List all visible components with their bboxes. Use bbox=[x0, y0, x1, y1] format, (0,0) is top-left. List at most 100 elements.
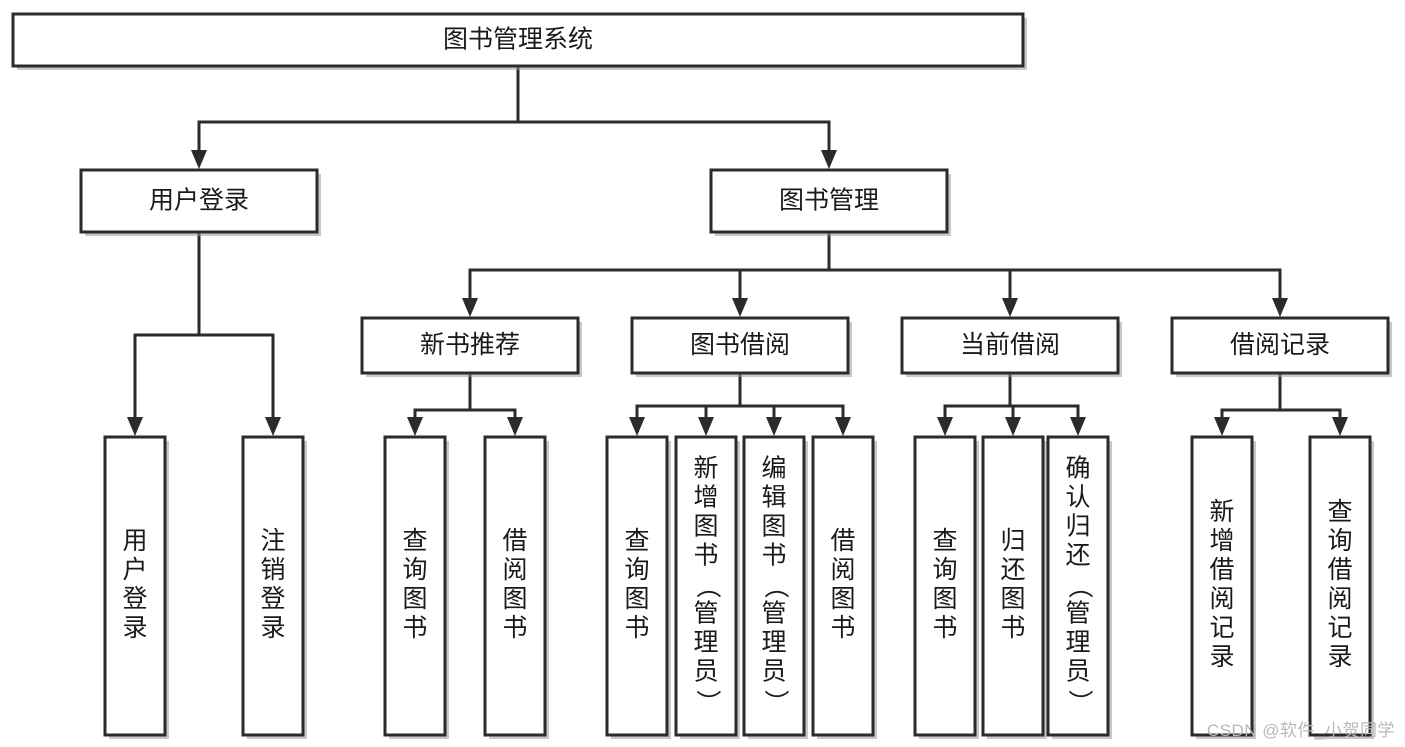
arrow-head-icon bbox=[835, 417, 851, 436]
node-label-char: 书 bbox=[502, 614, 527, 642]
connector-borrow-record-to-leaf-rec-add bbox=[1214, 373, 1282, 436]
arrow-head-icon bbox=[1005, 417, 1021, 436]
node-box bbox=[630, 316, 850, 375]
node-label-char: 归 bbox=[1065, 513, 1090, 541]
node-box bbox=[913, 435, 977, 737]
node-label-char: 还 bbox=[1065, 542, 1090, 570]
node-label-char: 询 bbox=[624, 556, 649, 584]
node-box bbox=[1170, 316, 1390, 375]
node-label-char: 增 bbox=[693, 484, 718, 512]
arrow-head-icon bbox=[937, 417, 953, 436]
node-new-book-rec[interactable]: 新书推荐 bbox=[360, 316, 582, 377]
node-box bbox=[103, 435, 167, 737]
node-label-char: 归 bbox=[1000, 527, 1025, 555]
arrow-head-icon bbox=[732, 298, 748, 317]
arrow-head-icon bbox=[507, 417, 523, 436]
connector-user-login-to-leaf-user-logout bbox=[197, 232, 281, 436]
connector-new-book-rec-to-leaf-rec-borrow bbox=[468, 373, 523, 436]
node-label-char: 管 bbox=[693, 600, 718, 628]
node-label-char: （ bbox=[1065, 573, 1093, 598]
arrow-head-icon bbox=[191, 150, 207, 169]
arrow-head-icon bbox=[1070, 417, 1086, 436]
node-user-login[interactable]: 用户登录 bbox=[79, 168, 321, 236]
arrow-head-icon bbox=[265, 417, 281, 436]
node-label-char: 员 bbox=[693, 658, 718, 686]
node-label-char: 用 bbox=[122, 527, 147, 555]
arrow-head-icon bbox=[1002, 298, 1018, 317]
node-label-char: ） bbox=[693, 689, 721, 714]
node-label: 图书借阅 bbox=[690, 331, 790, 359]
node-label-char: 阅 bbox=[830, 556, 855, 584]
connector-root-to-user-login bbox=[191, 66, 520, 169]
node-leaf-user-login[interactable]: 用户登录 bbox=[103, 435, 169, 739]
node-box bbox=[981, 435, 1045, 737]
node-label-char: 书 bbox=[402, 614, 427, 642]
node-label-char: 借 bbox=[1327, 556, 1352, 584]
node-label-char: 阅 bbox=[502, 556, 527, 584]
arrow-head-icon bbox=[1214, 417, 1230, 436]
node-label-char: 员 bbox=[1065, 658, 1090, 686]
connector-layer bbox=[127, 66, 1348, 436]
node-root[interactable]: 图书管理系统 bbox=[11, 12, 1027, 70]
connector-new-book-rec-to-leaf-rec-query bbox=[407, 373, 472, 436]
node-label-char: 户 bbox=[122, 556, 147, 584]
node-layer: 图书管理系统用户登录图书管理新书推荐图书借阅当前借阅借阅记录用户登录注销登录查询… bbox=[11, 12, 1392, 739]
arrow-head-icon bbox=[629, 417, 645, 436]
node-box bbox=[1046, 435, 1110, 737]
node-label-char: 注 bbox=[260, 527, 285, 555]
node-label-char: 记 bbox=[1209, 614, 1234, 642]
node-label-char: 书 bbox=[830, 614, 855, 642]
node-label-char: 借 bbox=[1209, 556, 1234, 584]
node-label-char: 询 bbox=[1327, 527, 1352, 555]
node-label-char: 图 bbox=[502, 585, 527, 613]
node-borrow-record[interactable]: 借阅记录 bbox=[1170, 316, 1392, 377]
node-label-char: ） bbox=[1065, 689, 1093, 714]
node-label-char: 图 bbox=[830, 585, 855, 613]
node-label-char: （ bbox=[761, 573, 789, 598]
node-label-char: 理 bbox=[1065, 629, 1090, 657]
node-box bbox=[900, 316, 1120, 375]
node-label-char: 录 bbox=[1209, 643, 1234, 671]
node-label-char: 图 bbox=[761, 513, 786, 541]
node-label-char: 查 bbox=[402, 527, 427, 555]
connector-current-borrow-to-leaf-cur-confirm bbox=[1008, 373, 1086, 436]
arrow-head-icon bbox=[766, 417, 782, 436]
node-label-char: 图 bbox=[402, 585, 427, 613]
node-label-char: 书 bbox=[624, 614, 649, 642]
node-label-char: 查 bbox=[932, 527, 957, 555]
node-label-char: 还 bbox=[1000, 556, 1025, 584]
node-label-char: 图 bbox=[624, 585, 649, 613]
node-box bbox=[1190, 435, 1254, 737]
node-label-char: 录 bbox=[1327, 643, 1352, 671]
node-label-char: 编 bbox=[761, 455, 786, 483]
node-label: 图书管理 bbox=[779, 187, 879, 215]
node-label-char: 图 bbox=[1000, 585, 1025, 613]
node-label-char: ） bbox=[761, 689, 789, 714]
node-label: 借阅记录 bbox=[1230, 331, 1330, 359]
node-box bbox=[742, 435, 806, 737]
node-label-char: 书 bbox=[693, 542, 718, 570]
node-box bbox=[811, 435, 875, 737]
node-book-borrow[interactable]: 图书借阅 bbox=[630, 316, 852, 377]
node-label-char: 借 bbox=[830, 527, 855, 555]
connector-book-borrow-to-leaf-borrow-lend bbox=[738, 373, 851, 436]
node-current-borrow[interactable]: 当前借阅 bbox=[900, 316, 1122, 377]
node-label-char: 书 bbox=[932, 614, 957, 642]
node-label-char: 图 bbox=[932, 585, 957, 613]
node-label-char: 录 bbox=[260, 614, 285, 642]
node-book-manage[interactable]: 图书管理 bbox=[709, 168, 951, 236]
